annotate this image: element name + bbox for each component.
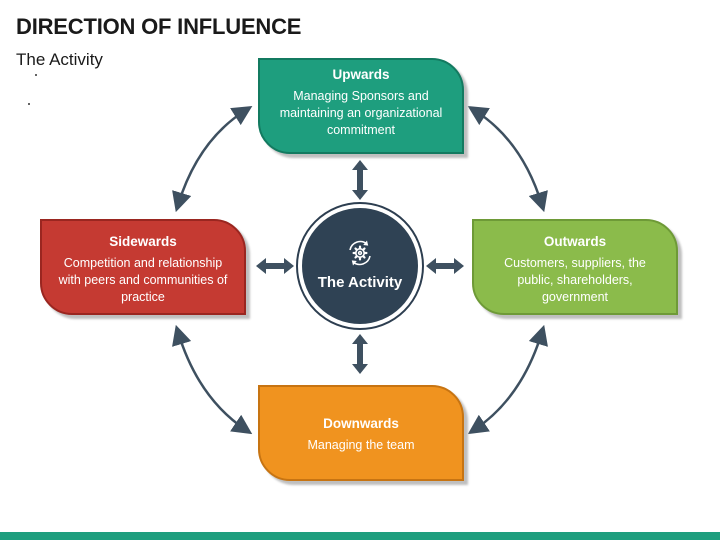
gear-cycle-icon	[349, 240, 371, 266]
sidewards-text: Competition and relationship with peers …	[58, 256, 228, 304]
center-label: The Activity	[317, 274, 403, 291]
footer-bar	[0, 532, 720, 540]
double-arrow-down	[352, 334, 368, 374]
bullet-dot	[35, 74, 37, 76]
bullet-dot	[28, 103, 30, 105]
curved-arrow-top-right	[467, 106, 548, 213]
double-arrow-left	[256, 258, 294, 274]
upwards-text: Managing Sponsors and maintaining an org…	[279, 89, 443, 137]
double-arrow-up	[352, 160, 368, 200]
curved-arrow-bottom-right	[467, 324, 548, 435]
page-subtitle: The Activity	[16, 50, 103, 69]
upwards-title: Upwards	[332, 67, 390, 82]
curved-arrow-bottom-left	[172, 324, 253, 435]
downwards-text: Managing the team	[307, 438, 415, 452]
downwards-title: Downwards	[323, 416, 399, 431]
outwards-card: Outwards Customers, suppliers, the publi…	[472, 219, 678, 315]
sidewards-card: Sidewards Competition and relationship w…	[40, 219, 246, 315]
curved-arrow-top-left	[172, 106, 253, 213]
page-title: DIRECTION OF INFLUENCE	[16, 14, 302, 39]
sidewards-title: Sidewards	[109, 234, 177, 249]
outwards-text: Customers, suppliers, the public, shareh…	[504, 256, 646, 304]
double-arrow-right	[426, 258, 464, 274]
center-hub: The Activity	[302, 208, 418, 324]
upwards-card: Upwards Managing Sponsors and maintainin…	[258, 58, 464, 154]
downwards-card: Downwards Managing the team	[258, 385, 464, 481]
outwards-title: Outwards	[543, 234, 607, 249]
